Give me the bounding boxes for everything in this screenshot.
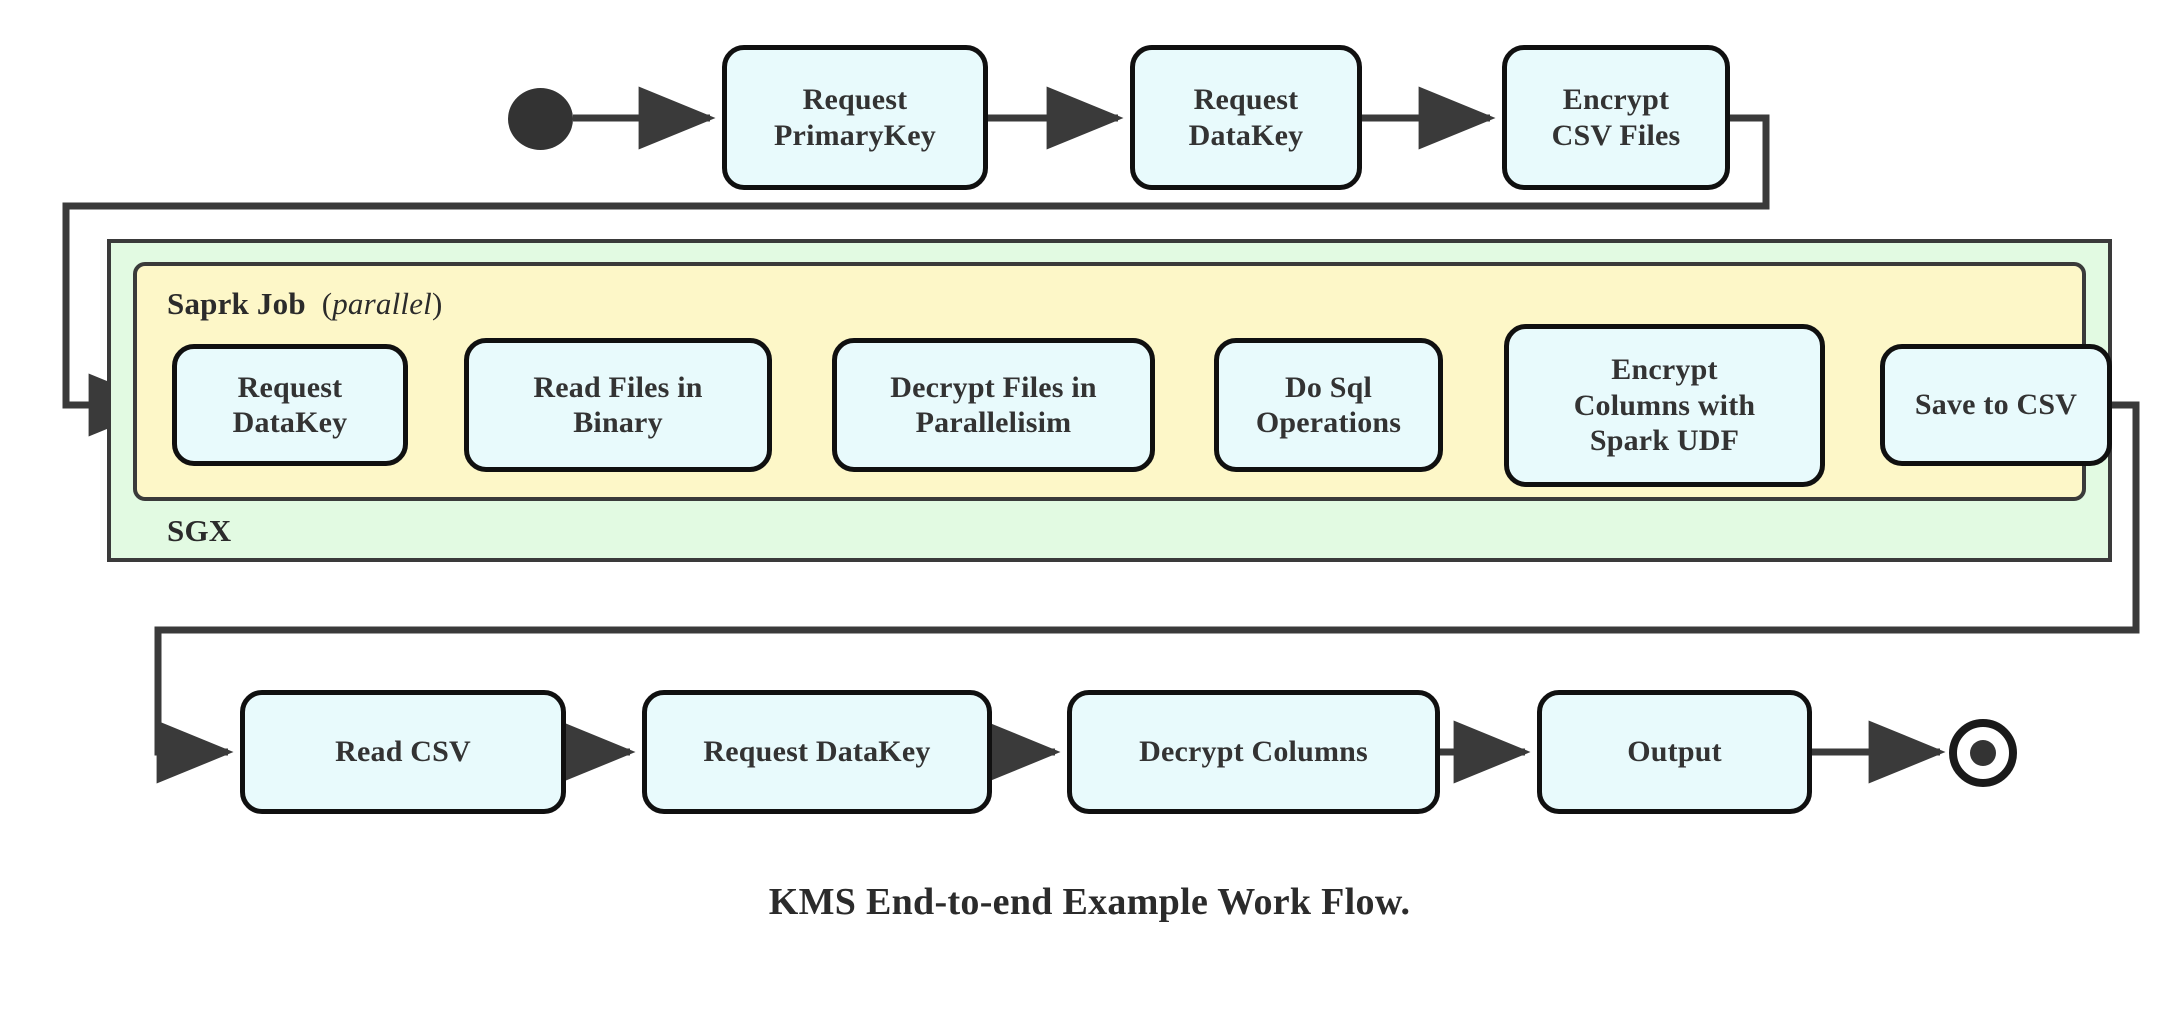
- node-do-sql-operations-line-1: Operations: [1255, 406, 1402, 439]
- node-encrypt-columns-line-1: Columns with: [1573, 388, 1756, 422]
- node-request-datakey-bottom[interactable]: Request DataKey: [642, 690, 992, 814]
- node-request-datakey-spark[interactable]: Request DataKey: [172, 344, 408, 466]
- diagram-caption: KMS End-to-end Example Work Flow.: [768, 881, 1411, 923]
- node-request-datakey-spark-line-0: Request: [237, 370, 343, 404]
- node-do-sql-operations[interactable]: Do Sql Operations: [1214, 338, 1443, 472]
- start-node: [508, 88, 573, 150]
- node-decrypt-files-in-parallelisim[interactable]: Decrypt Files in Parallelisim: [832, 338, 1155, 472]
- node-request-datakey-top-line-0: Request: [1193, 83, 1299, 117]
- node-read-files-in-binary[interactable]: Read Files in Binary: [464, 338, 772, 472]
- node-encrypt-csv-files-line-1: CSV Files: [1551, 118, 1681, 152]
- node-decrypt-columns[interactable]: Decrypt Columns: [1067, 690, 1440, 814]
- node-save-to-csv[interactable]: Save to CSV: [1880, 344, 2112, 466]
- node-output[interactable]: Output: [1537, 690, 1812, 814]
- end-node-inner-dot: [1970, 740, 1996, 766]
- end-node: [1949, 719, 2017, 787]
- node-read-files-in-binary-line-1: Binary: [573, 406, 663, 439]
- node-read-csv-line-0: Read CSV: [335, 735, 471, 769]
- node-encrypt-columns-line-0: Encrypt: [1611, 353, 1718, 387]
- spark-qualifier-close: ): [431, 286, 443, 321]
- spark-job-label-text: Saprk Job: [167, 286, 306, 321]
- node-encrypt-csv-files[interactable]: Encrypt CSV Files: [1502, 45, 1730, 190]
- node-read-files-in-binary-line-0: Read Files in: [533, 370, 703, 404]
- node-request-primarykey[interactable]: Request PrimaryKey: [722, 45, 988, 190]
- node-decrypt-files-in-parallelisim-line-1: Parallelisim: [915, 406, 1072, 439]
- node-encrypt-columns-line-2: Spark UDF: [1589, 424, 1740, 458]
- node-request-datakey-top-line-1: DataKey: [1188, 118, 1304, 152]
- node-save-to-csv-line-0: Save to CSV: [1914, 388, 2078, 422]
- node-request-primarykey-line-0: Request: [802, 83, 908, 117]
- spark-qualifier-text: parallel: [332, 286, 432, 321]
- spark-job-region-label: Saprk Job (parallel): [167, 286, 443, 322]
- node-decrypt-columns-line-0: Decrypt Columns: [1139, 735, 1368, 769]
- node-read-csv[interactable]: Read CSV: [240, 690, 566, 814]
- node-do-sql-operations-line-0: Do Sql: [1284, 370, 1373, 404]
- node-request-primarykey-line-1: PrimaryKey: [774, 118, 936, 152]
- node-decrypt-files-in-parallelisim-line-0: Decrypt Files in: [890, 370, 1097, 404]
- node-encrypt-csv-files-line-0: Encrypt: [1562, 83, 1670, 117]
- node-request-datakey-top[interactable]: Request DataKey: [1130, 45, 1362, 190]
- sgx-region-label: SGX: [167, 513, 232, 548]
- node-encrypt-columns-with-spark-udf[interactable]: Encrypt Columns with Spark UDF: [1504, 324, 1825, 487]
- node-request-datakey-bottom-line-0: Request DataKey: [703, 735, 931, 769]
- node-output-line-0: Output: [1627, 735, 1722, 769]
- node-request-datakey-spark-line-1: DataKey: [232, 406, 348, 439]
- spark-qualifier-open: (: [321, 286, 333, 321]
